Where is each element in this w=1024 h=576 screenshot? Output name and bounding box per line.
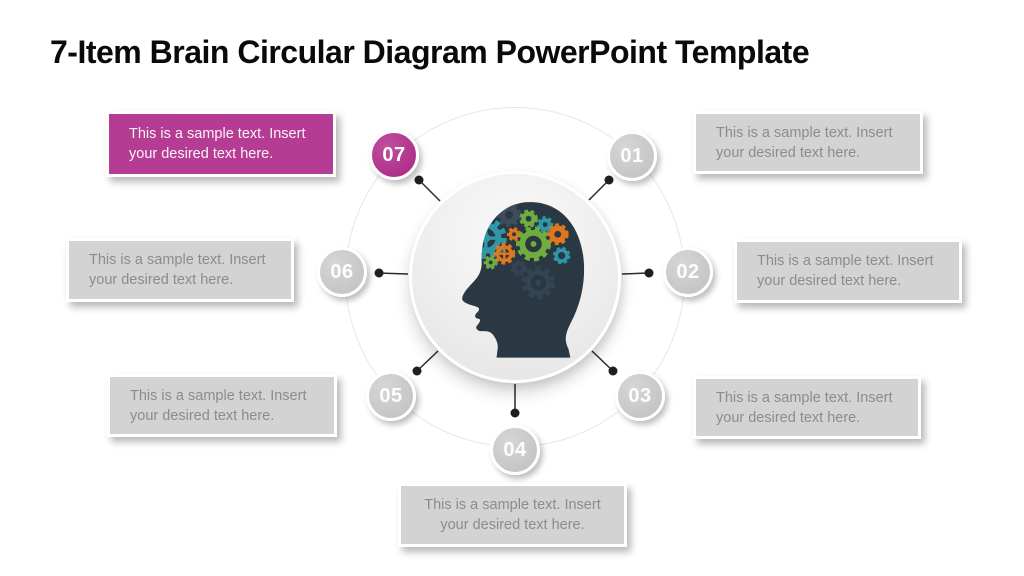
slide-title: 7-Item Brain Circular Diagram PowerPoint… (50, 34, 810, 70)
sample-text-line: This is a sample text. Insert (424, 497, 601, 513)
gear-dark-top-icon (497, 202, 522, 227)
gear-green-large-icon (515, 226, 551, 262)
item-number: 07 (382, 143, 406, 166)
gear-dark-large-icon (521, 266, 555, 300)
sample-text-line: This is a sample text. Insert (716, 124, 893, 141)
item-circle-05: 05 (366, 371, 416, 421)
item-circle-01: 01 (607, 131, 657, 181)
sample-text-line: your desired text here. (129, 146, 274, 162)
sample-text-line: your desired text here. (440, 517, 585, 533)
sample-text-line: your desired text here. (89, 272, 234, 288)
item-textbox-07: This is a sample text. Insert your desir… (106, 111, 336, 177)
gear-dark-middle-icon (510, 259, 528, 277)
sample-text-line: This is a sample text. Insert (716, 389, 893, 406)
gear-teal-ring-right-icon (552, 246, 571, 265)
item-number: 06 (330, 260, 354, 283)
center-circle (409, 171, 621, 383)
gear-teal-small-topright-icon (536, 216, 554, 233)
item-textbox-04: This is a sample text. Insert your desir… (398, 483, 627, 547)
item-textbox-06: This is a sample text. Insert your desir… (66, 238, 294, 302)
gear-dark-left-icon (465, 252, 483, 269)
item-textbox-02: This is a sample text. Insert your desir… (734, 239, 962, 303)
gear-orange-right-icon (546, 223, 569, 246)
sample-text-line: your desired text here. (716, 144, 861, 161)
gear-green-small-top-icon (519, 209, 538, 228)
head-with-gears-icon (462, 202, 585, 358)
sample-text-line: your desired text here. (716, 409, 861, 426)
sample-text-line: your desired text here. (130, 407, 275, 424)
sample-text-line: This is a sample text. Insert (89, 252, 266, 268)
sample-text-line: This is a sample text. Insert (129, 126, 306, 142)
item-circle-02: 02 (663, 247, 713, 297)
gear-green-small-left-icon (483, 255, 498, 270)
item-textbox-03: This is a sample text. Insert your desir… (693, 376, 921, 439)
item-number: 03 (628, 384, 652, 407)
item-circle-03: 03 (615, 371, 665, 421)
sample-text-line: This is a sample text. Insert (757, 253, 934, 269)
sample-text-line: This is a sample text. Insert (130, 387, 307, 404)
item-textbox-05: This is a sample text. Insert your desir… (107, 374, 337, 437)
item-number: 02 (676, 260, 700, 283)
item-circle-07: 07 (369, 130, 419, 180)
sample-text-line: your desired text here. (757, 273, 902, 289)
item-circle-04: 04 (490, 425, 540, 475)
item-number: 05 (379, 384, 403, 407)
item-number: 04 (503, 438, 527, 461)
item-textbox-01: This is a sample text. Insert your desir… (693, 111, 923, 174)
gear-orange-small-icon (506, 227, 522, 242)
item-circle-06: 06 (317, 247, 367, 297)
gear-orange-cross-icon (493, 242, 516, 265)
item-number: 01 (620, 144, 644, 167)
